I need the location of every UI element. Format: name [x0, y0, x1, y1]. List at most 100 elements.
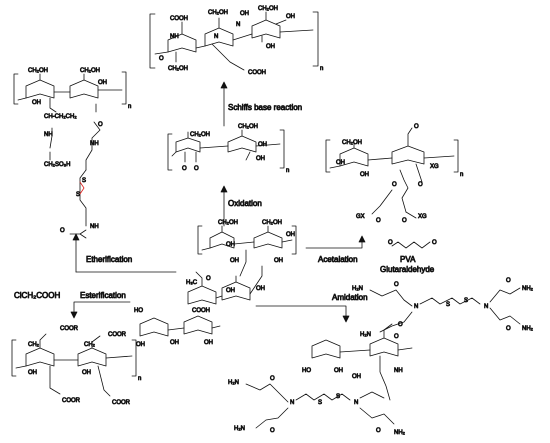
group-cooh: COOH	[192, 308, 210, 314]
glutaraldehyde-chain	[391, 241, 431, 249]
group-o: O	[206, 276, 211, 282]
arrowhead	[72, 233, 80, 241]
oxidized-chain: n CH₂OH O O CH₂OH OH OH	[167, 124, 290, 174]
label-oxidation: Oxidation	[228, 199, 262, 208]
group-xg: XG	[418, 214, 427, 220]
group-h2n: H₂N	[352, 286, 363, 292]
group-oh: OH	[274, 258, 283, 264]
group-oh: OH	[230, 258, 239, 264]
group-nh: NH	[90, 141, 99, 147]
reagent-chloroacetic: ClCH₂COOH	[14, 291, 60, 300]
group-oh: OH	[360, 172, 369, 178]
group-oh: OH	[82, 370, 91, 376]
group-coor: COOR	[60, 326, 79, 332]
ring	[253, 231, 283, 249]
bracket-left	[197, 225, 203, 255]
acetalation-product: n CH₂OH O OH OH XG O O GX XG O O	[325, 124, 464, 224]
group-o: O	[60, 228, 65, 234]
reagent-glutaraldehyde: Glutaraldehyde	[380, 265, 435, 274]
group-o: O	[506, 326, 511, 332]
group-coor: COOR	[112, 400, 131, 406]
group-nh: NH	[90, 224, 99, 230]
label-amidation: Amidation	[332, 293, 368, 302]
ring	[139, 317, 169, 337]
arrowhead	[70, 311, 78, 319]
group-n: N	[484, 304, 488, 310]
group-nh: NH	[44, 132, 53, 138]
group-ch2oh: CH₂OH	[218, 220, 238, 226]
group-o-methyl: O	[414, 124, 419, 130]
arrowhead	[220, 81, 228, 89]
subscript-n: n	[128, 104, 131, 110]
ring	[311, 339, 341, 359]
bracket-left	[149, 13, 156, 69]
ring	[369, 337, 399, 357]
arrow-amidation	[255, 305, 347, 321]
group-n: N	[290, 400, 294, 406]
group-oh: OH	[256, 286, 265, 292]
schiff-product: n COOH NH CH₂OH N N CH₂OH OH OH CH₂OH CO…	[149, 6, 324, 76]
group-ch2: CH₂	[28, 342, 40, 348]
group-cooh: COOH	[248, 70, 266, 76]
bracket-right	[121, 71, 127, 105]
group-o: O	[270, 376, 275, 382]
ring	[227, 135, 257, 153]
ring	[209, 231, 235, 249]
group-n: N	[236, 22, 240, 28]
group-ch-ch2ch2: CH-CH₂CH₂	[44, 114, 77, 120]
label-esterification: Esterification	[80, 291, 126, 300]
group-ch2: CH₂	[84, 342, 96, 348]
group-ch2oh: CH₂OH	[28, 68, 48, 74]
group-n: N	[354, 400, 358, 406]
ring	[167, 33, 197, 53]
group-xg: XG	[430, 164, 439, 170]
ring	[339, 147, 369, 167]
group-ch2so3h: CH₂SO₃H	[44, 162, 70, 168]
group-o: O	[270, 428, 275, 434]
arrowhead	[220, 185, 228, 193]
group-o: O	[376, 428, 381, 434]
group-ch2oh: CH₂OH	[342, 140, 362, 146]
group-ho: HO	[134, 308, 143, 314]
group-oh: OH	[204, 340, 213, 346]
group-ch2oh: CH₂OH	[208, 10, 228, 16]
arrow-esterification	[73, 301, 131, 317]
esterification-product: n COOR COOR CH₂ CH₂ COOR COOR OH OH	[11, 326, 142, 406]
group-ch2oh: CH₂OH	[238, 124, 258, 130]
group-oh: OH	[286, 232, 295, 238]
ring	[221, 281, 251, 301]
group-n: N	[414, 304, 418, 310]
arrow-acetalation	[305, 237, 363, 249]
group-o: O	[398, 322, 403, 328]
group-oh: OH	[352, 374, 361, 380]
group-o: O	[388, 240, 393, 246]
group-ch2oh: CH₂OH	[168, 66, 188, 72]
subscript-n: n	[286, 168, 289, 174]
ring	[69, 79, 99, 99]
group-ch2oh: CH₂OH	[80, 68, 100, 74]
subscript-n: n	[460, 172, 463, 178]
etherification-product: n CH₂OH CH₂OH OH OH CH-CH₂CH₂ O NH CH₂SO…	[13, 68, 132, 239]
group-oh: OH	[336, 160, 345, 166]
group-h2n: H₂N	[228, 380, 239, 386]
group-oh: OH	[266, 44, 275, 50]
group-ch2oh: CH₂OH	[258, 6, 278, 12]
group-n: N	[214, 34, 218, 40]
group-o: O	[194, 166, 199, 172]
bracket-left	[13, 73, 19, 105]
group-ch2oh: CH₂OH	[190, 132, 210, 138]
ring	[183, 315, 213, 335]
ring	[25, 79, 55, 99]
ring	[77, 347, 107, 367]
ring	[251, 19, 281, 39]
ring	[187, 285, 217, 305]
group-o: O	[418, 182, 423, 188]
group-ch2oh: CH₂OH	[262, 220, 282, 226]
ring	[204, 27, 234, 47]
amidation-reagent: H₂N O N S S N NH₂ NH₂ H₂N O O O	[352, 278, 534, 341]
group-oh: OH	[286, 14, 295, 20]
group-o: O	[182, 166, 187, 172]
bracket-left	[11, 339, 17, 377]
bracket-right	[453, 139, 459, 173]
arrowhead	[342, 315, 350, 323]
